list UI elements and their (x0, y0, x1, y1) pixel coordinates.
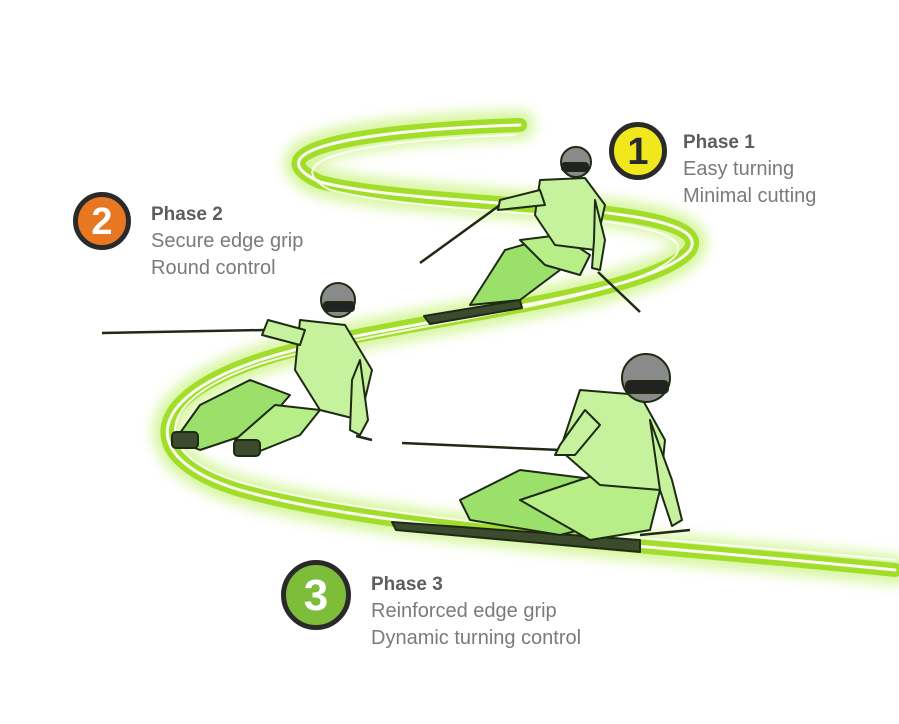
phase-2-number: 2 (91, 200, 113, 243)
skier-phase-1 (419, 146, 641, 325)
ski-pole-right (639, 528, 691, 537)
phase-3-line-1: Reinforced edge grip (371, 600, 557, 622)
skier-phase-2 (101, 282, 373, 457)
phase-3-badge: 3 (281, 560, 351, 630)
phase-3-line-2: Dynamic turning control (371, 627, 582, 649)
ski-pole-left (101, 328, 266, 335)
ski-pole-right (355, 434, 373, 442)
phase-1-title: Phase 1 (683, 132, 755, 153)
ski-pole-left (419, 203, 501, 265)
phase-3-title: Phase 3 (371, 574, 443, 595)
phase-2-line-1: Secure edge grip (151, 230, 304, 252)
phase-2-text: Phase 2 Secure edge grip Round control (151, 202, 303, 282)
phase-3-number: 3 (303, 570, 329, 620)
phase-1-callout: 1 Phase 1 Easy turning Minimal cutting (609, 122, 816, 210)
phase-1-text: Phase 1 Easy turning Minimal cutting (683, 130, 816, 210)
phase-2-badge: 2 (73, 192, 131, 250)
phase-2-callout: 2 Phase 2 Secure edge grip Round control (73, 192, 303, 282)
phase-3-callout: 3 Phase 3 Reinforced edge grip Dynamic t… (281, 560, 581, 652)
phase-1-line-2: Minimal cutting (683, 185, 817, 207)
phase-1-badge: 1 (609, 122, 667, 180)
ski-pole-left (401, 441, 561, 452)
phase-2-line-2: Round control (151, 257, 276, 279)
phase-2-title: Phase 2 (151, 204, 223, 225)
phase-1-number: 1 (627, 130, 649, 173)
phase-3-text: Phase 3 Reinforced edge grip Dynamic tur… (371, 572, 581, 652)
skier-phase-3 (391, 353, 691, 553)
ski-pole-right (597, 271, 641, 313)
phase-1-line-1: Easy turning (683, 158, 795, 180)
